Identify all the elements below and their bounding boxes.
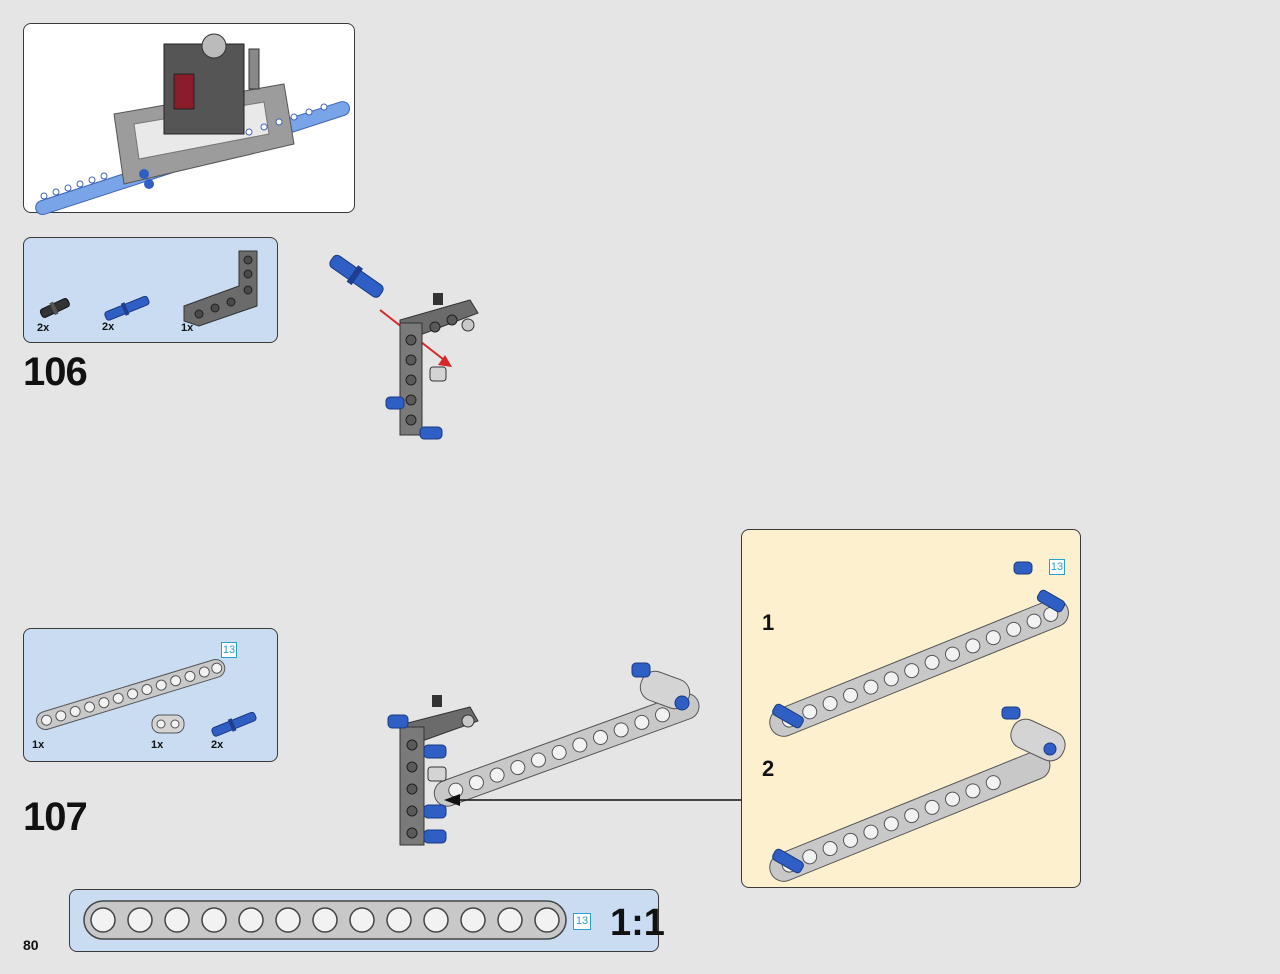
subassembly-step-1-number: 1 [762, 610, 775, 635]
page-number: 80 [23, 937, 39, 953]
step-107-assembly-image [387, 662, 700, 846]
scale-label: 1:1 [610, 902, 665, 944]
blue-axle-pin-icon [104, 295, 150, 321]
light-gray-beam-13-icon [36, 658, 226, 731]
step-107-parts-callout: 13 1x 1x 2x [23, 628, 278, 762]
subassembly-step-1-image [769, 561, 1069, 737]
subassembly-step-2-image [769, 706, 1066, 882]
subassembly-step-1-length-badge: 13 [1049, 559, 1065, 575]
dark-gray-l-beam-icon [183, 250, 258, 327]
step-106-part-2-qty: 2x [102, 321, 115, 333]
attach-arrow [444, 794, 741, 806]
step-107-beam-length-badge: 13 [221, 642, 237, 658]
scale-ruler-length-badge: 13 [573, 913, 591, 930]
step-106-number: 106 [23, 350, 88, 394]
step-107-part-1-qty: 1x [32, 739, 45, 751]
scale-ruler-beam [83, 900, 567, 940]
step-106-assembly-image [329, 254, 479, 440]
step-106-part-1-qty: 2x [37, 322, 50, 334]
blue-axle-pin-icon [211, 711, 257, 737]
step-106-part-3-qty: 1x [181, 322, 194, 334]
light-gray-connector-icon [151, 714, 185, 734]
subassembly-callout: 1 13 2 [741, 529, 1081, 888]
subassembly-step-2-number: 2 [762, 756, 775, 781]
step-107-part-3-qty: 2x [211, 739, 224, 751]
step-107-number: 107 [23, 795, 88, 839]
scale-ruler-panel: 13 1:1 [69, 889, 665, 952]
step-107-part-2-qty: 1x [151, 739, 164, 751]
previous-model-image [35, 33, 351, 216]
previous-model-preview [23, 23, 355, 216]
black-friction-pin-icon [39, 298, 70, 318]
step-106-parts-callout: 2x 2x 1x [23, 237, 278, 343]
